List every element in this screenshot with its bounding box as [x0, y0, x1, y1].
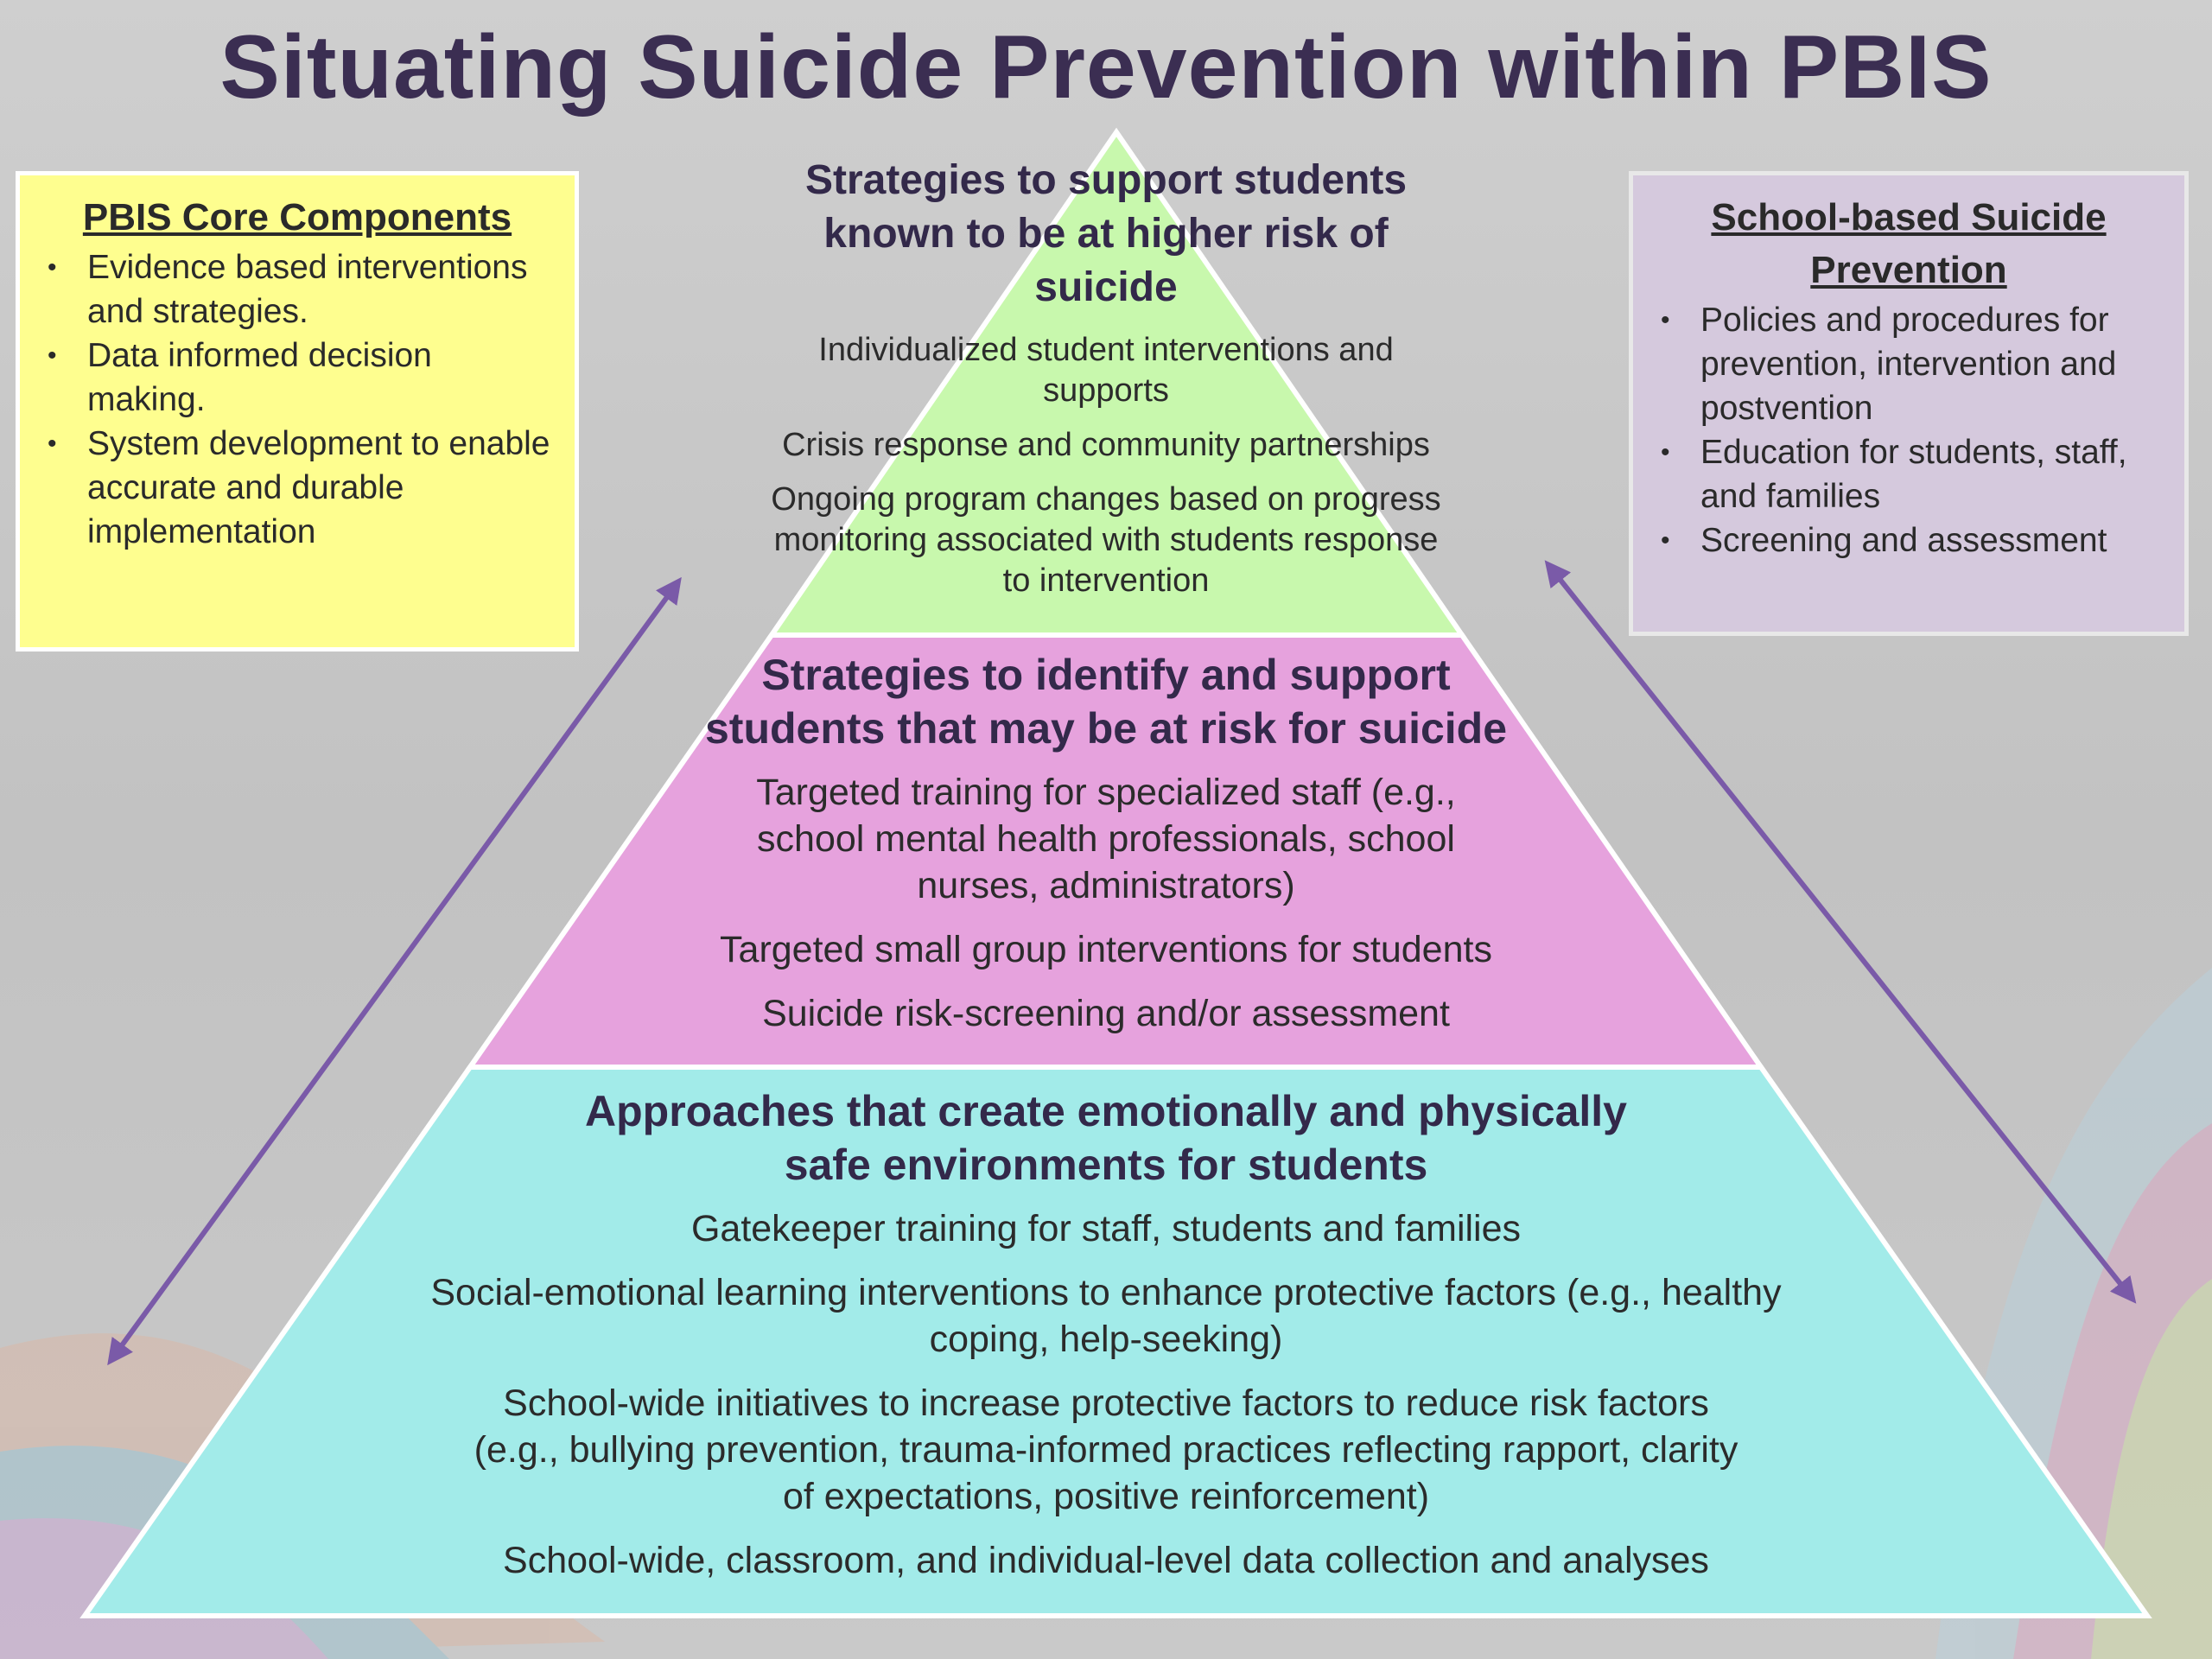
bullet-icon: • [48, 341, 57, 370]
tier-item: Gatekeeper training for staff, students … [690, 1208, 1522, 1249]
bullet-icon: • [1661, 306, 1670, 334]
tier-item: Targeted small group interventions for s… [720, 929, 1492, 970]
pyramid-tier-top [766, 127, 1467, 638]
slide-title: Situating Suicide Prevention within PBIS [219, 17, 1993, 118]
tier-bottom-text: Approaches that create emotionally and p… [0, 1084, 2212, 1584]
tier-heading: Strategies to identify and support stude… [704, 651, 1508, 753]
list-item: •Education for students, staff, and fami… [1657, 430, 2160, 518]
bullet-icon: • [48, 429, 57, 458]
tier-item: School-wide initiatives to increase prot… [474, 1382, 1738, 1517]
tier-middle-text: Strategies to identify and support stude… [0, 648, 2212, 1037]
right-double-arrow [1544, 560, 2137, 1304]
tier-item: Social-emotional learning interventions … [430, 1272, 1782, 1360]
tier-item: School-wide, classroom, and individual-l… [503, 1540, 1709, 1581]
bullet-list: •Policies and procedures for prevention,… [1657, 298, 2160, 563]
bullet-icon: • [1661, 438, 1670, 467]
tier-item: Crisis response and community partnershi… [782, 427, 1430, 463]
tier-item: Individualized student interventions and… [818, 332, 1394, 409]
school-suicide-prevention-box: School-based Suicide Prevention •Policie… [1629, 171, 2189, 636]
box-heading: School-based Suicide Prevention [1711, 196, 2107, 291]
tier-heading: Approaches that create emotionally and p… [585, 1087, 1627, 1189]
box-heading: PBIS Core Components [82, 196, 512, 238]
list-item: •Policies and procedures for prevention,… [1657, 298, 2160, 430]
bullet-icon: • [1661, 526, 1670, 555]
tier-item: Targeted training for specialized staff … [756, 772, 1456, 906]
tier-top-text: Strategies to support students known to … [0, 154, 2212, 601]
tier-item: Ongoing program changes based on progres… [771, 481, 1441, 599]
tier-heading: Strategies to support students known to … [804, 157, 1408, 310]
pbis-core-components-box: PBIS Core Components •Evidence based int… [16, 171, 579, 652]
list-item: •System development to enable accurate a… [44, 422, 550, 554]
list-item: •Data informed decision making. [44, 334, 550, 422]
list-item: •Evidence based interventions and strate… [44, 245, 550, 334]
bullet-icon: • [48, 253, 57, 282]
list-item: •Screening and assessment [1657, 518, 2160, 563]
bullet-list: •Evidence based interventions and strate… [44, 245, 550, 554]
left-double-arrow [107, 576, 682, 1366]
tier-item: Suicide risk-screening and/or assessment [762, 993, 1450, 1034]
